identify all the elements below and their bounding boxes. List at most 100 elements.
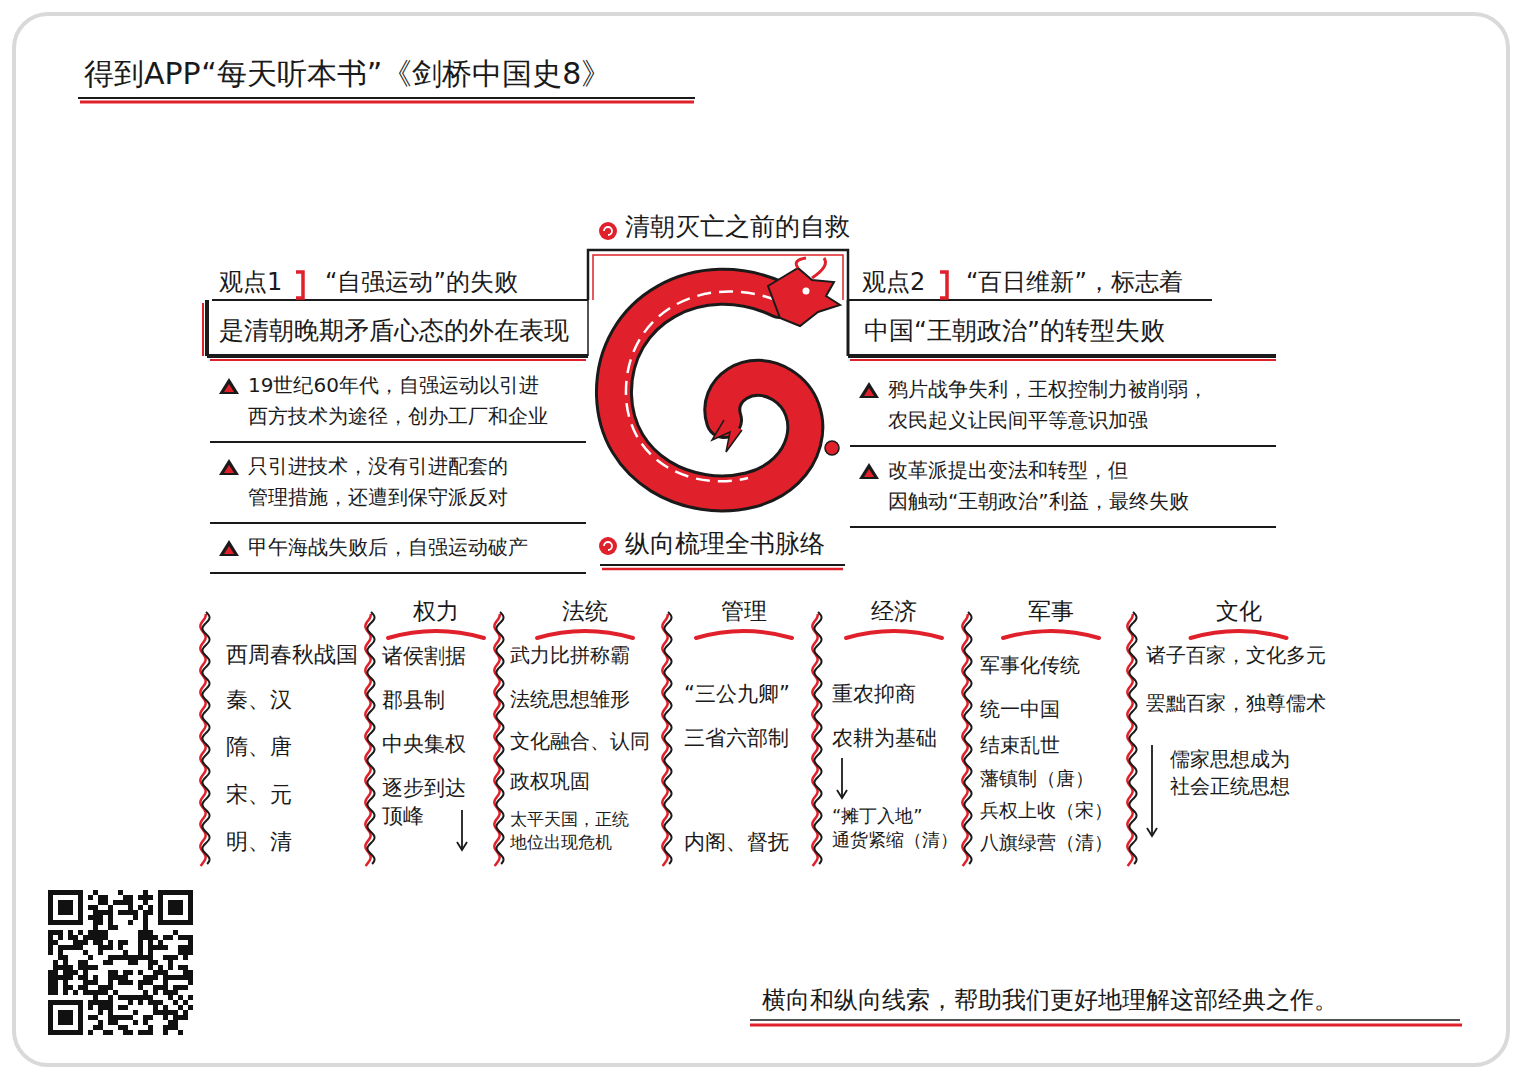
qr-module [118, 975, 123, 980]
qr-module [68, 975, 73, 980]
qr-module [188, 950, 193, 955]
qr-module [143, 925, 148, 930]
qr-module [173, 1025, 178, 1030]
qr-module [128, 995, 133, 1000]
column-item: 罢黜百家，独尊儒术 [1146, 690, 1335, 717]
qr-module [98, 1020, 103, 1025]
qr-module [98, 1005, 103, 1010]
qr-module [163, 1015, 168, 1020]
qr-module [143, 915, 148, 920]
heading-arc [846, 631, 942, 638]
column-item: 农耕为基础 [832, 724, 962, 752]
qr-module [133, 1010, 138, 1015]
bullet-triangle-part [859, 463, 879, 479]
column-item: 法统思想雏形 [510, 686, 662, 713]
qr-module [123, 900, 128, 905]
wavy-separator [367, 612, 374, 864]
qr-module [78, 985, 83, 990]
qr-module [148, 955, 153, 960]
bullet-triangle-part [224, 384, 234, 392]
qr-module [103, 895, 108, 900]
qr-module [98, 895, 103, 900]
qr-module [148, 1015, 153, 1020]
qr-module [98, 930, 103, 935]
qr-module [143, 895, 148, 900]
qr-module [163, 1025, 168, 1030]
qr-module [98, 940, 103, 945]
qr-module [108, 1030, 113, 1035]
qr-module [163, 975, 168, 980]
qr-module [93, 1025, 98, 1030]
qr-module [168, 990, 173, 995]
viewpoint-tag: 观点1 [219, 266, 282, 298]
dragon-whisker [812, 258, 826, 278]
bullet-row: 只引进技术，没有引进配套的 管理措施，还遭到保守派反对 [210, 443, 586, 524]
qr-module [83, 960, 88, 965]
qr-module [48, 930, 53, 935]
qr-module [143, 920, 148, 925]
qr-module [138, 980, 143, 985]
qr-module [143, 900, 148, 905]
bullet-triangle [858, 380, 880, 400]
qr-module [103, 930, 108, 935]
qr-module [183, 935, 188, 940]
topic-column: 管理“三公九卿”三省六部制内阁、督抚 [670, 596, 818, 860]
bullet-text: 改革派提出变法和转型，但 因触动“王朝政治”利益，最终失败 [888, 455, 1268, 517]
qr-finder [163, 895, 188, 920]
qr-module [93, 975, 98, 980]
qr-module [73, 945, 78, 950]
column-heading: 军事 [970, 596, 1132, 627]
qr-module [183, 975, 188, 980]
qr-module [178, 945, 183, 950]
box-line [207, 354, 588, 358]
qr-module [138, 930, 143, 935]
red-bracket [940, 272, 947, 298]
column-heading: 法统 [502, 596, 668, 627]
bullet-row: 改革派提出变法和转型，但 因触动“王朝政治”利益，最终失败 [850, 447, 1276, 528]
column-item: 中央集权 [382, 730, 492, 758]
qr-module [128, 970, 133, 975]
box-line [205, 300, 209, 356]
qr-module [138, 1030, 143, 1035]
qr-module [143, 995, 148, 1000]
qr-module [148, 910, 153, 915]
qr-module [68, 965, 73, 970]
qr-module [123, 975, 128, 980]
qr-module [108, 920, 113, 925]
bullet-text: 19世纪60年代，自强运动以引进 西方技术为途径，创办工厂和企业 [248, 370, 578, 432]
qr-module [48, 935, 53, 940]
wavy-separator [202, 612, 209, 864]
qr-module [108, 955, 113, 960]
box-line [848, 354, 1276, 358]
bullet-row: 甲午海战失败后，自强运动破产 [210, 524, 586, 574]
bullet-triangle [858, 461, 880, 481]
qr-finder [53, 895, 78, 920]
qr-module [153, 975, 158, 980]
qr-module [123, 970, 128, 975]
spiral-icon [599, 222, 617, 240]
qr-module [183, 1010, 188, 1015]
qr-module [58, 930, 63, 935]
qr-module [183, 985, 188, 990]
qr-module [118, 955, 123, 960]
qr-module [63, 990, 68, 995]
qr-module [48, 990, 53, 995]
title: 得到APP“每天听本书”《剑桥中国史8》 [84, 54, 611, 95]
wavy-separator [1129, 612, 1136, 864]
qr-module [108, 995, 113, 1000]
bullet-row: 19世纪60年代，自强运动以引进 西方技术为途径，创办工厂和企业 [210, 362, 586, 443]
qr-module [53, 985, 58, 990]
heading-arc [537, 631, 633, 638]
bullet-triangle-part [219, 459, 239, 475]
qr-module [48, 985, 53, 990]
qr-module [143, 975, 148, 980]
bullet-triangle-part [224, 546, 234, 554]
column-item: 诸侯割据 [382, 642, 492, 670]
qr-module [113, 970, 118, 975]
qr-module [98, 1010, 103, 1015]
wavy-separator [964, 612, 971, 864]
qr-module [93, 1000, 98, 1005]
qr-module [103, 910, 108, 915]
qr-module [158, 970, 163, 975]
qr-module [158, 1010, 163, 1015]
